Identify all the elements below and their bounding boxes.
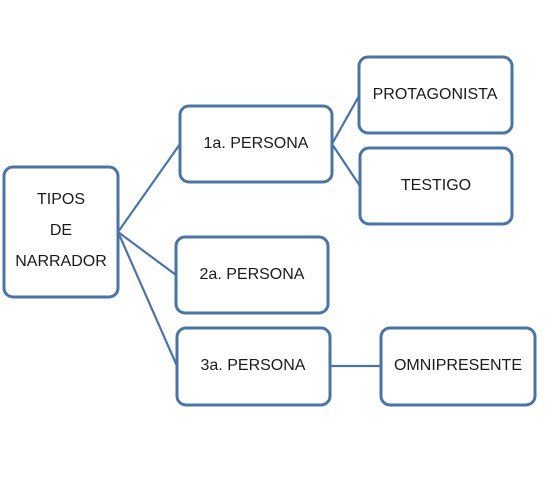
node-3a-persona: 3a. PERSONA (175, 326, 332, 407)
node-1a-persona-label: 1a. PERSONA (204, 135, 309, 152)
edge-root-to-1a (117, 143, 181, 233)
node-1a-persona: 1a. PERSONA (178, 104, 334, 184)
node-tipos-de-narrador: TIPOS DE NARRADOR (2, 165, 120, 299)
node-2a-persona: 2a. PERSONA (174, 235, 330, 315)
edge-1a-to-protagonista (331, 95, 360, 145)
edge-1a-to-testigo (331, 143, 361, 187)
edge-root-to-2a (117, 231, 177, 276)
node-omnipresente-label: OMNIPRESENTE (394, 357, 522, 374)
root-line-1: TIPOS (37, 191, 85, 208)
node-testigo: TESTIGO (358, 146, 514, 226)
node-protagonista-label: PROTAGONISTA (373, 86, 498, 103)
node-3a-persona-label: 3a. PERSONA (201, 357, 306, 374)
node-omnipresente: OMNIPRESENTE (379, 326, 537, 407)
root-line-3: NARRADOR (15, 253, 107, 270)
edge-root-to-3a (116, 231, 179, 367)
root-line-2: DE (50, 222, 72, 239)
node-testigo-label: TESTIGO (401, 177, 471, 194)
node-protagonista: PROTAGONISTA (357, 55, 514, 135)
node-2a-persona-label: 2a. PERSONA (200, 266, 305, 283)
